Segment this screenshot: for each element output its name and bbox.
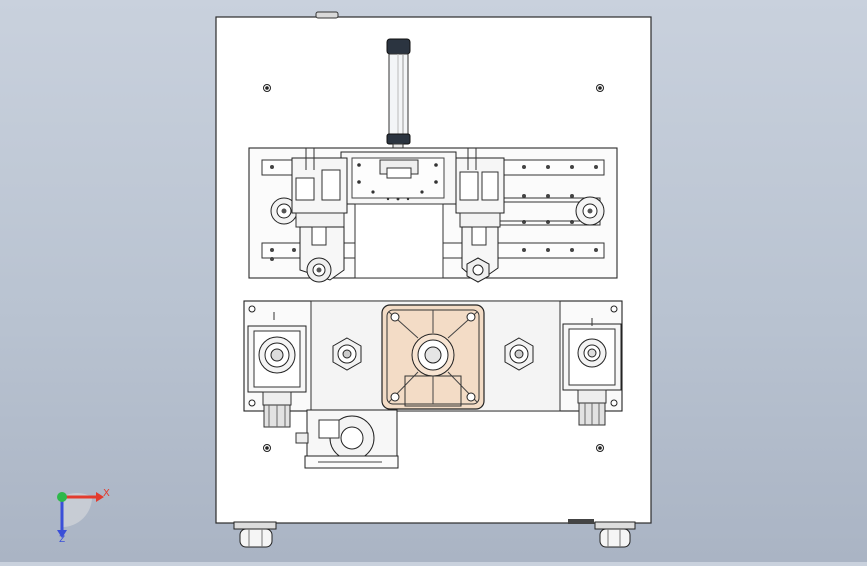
left-gripper-assembly — [291, 148, 348, 283]
left-bearing-housing — [247, 312, 307, 428]
bottom-bracket — [568, 519, 594, 524]
hex-nut-left — [332, 337, 362, 371]
triad-shade — [62, 492, 92, 527]
axis-triad[interactable]: X Z — [57, 488, 110, 545]
axis-x-label: X — [103, 488, 110, 499]
caster-left — [233, 521, 277, 548]
hex-nut-right — [504, 337, 534, 371]
caster-right — [594, 521, 636, 548]
center-carriage — [340, 151, 457, 279]
motor-flange — [381, 304, 485, 410]
right-gripper-assembly — [455, 148, 505, 283]
plate-mount-holes — [263, 84, 604, 452]
pneumatic-cylinder — [386, 38, 411, 159]
right-bearing-housing — [562, 318, 622, 426]
top-knob — [315, 11, 339, 19]
axis-z-label: Z — [59, 535, 65, 545]
rotary-unit — [295, 409, 399, 469]
